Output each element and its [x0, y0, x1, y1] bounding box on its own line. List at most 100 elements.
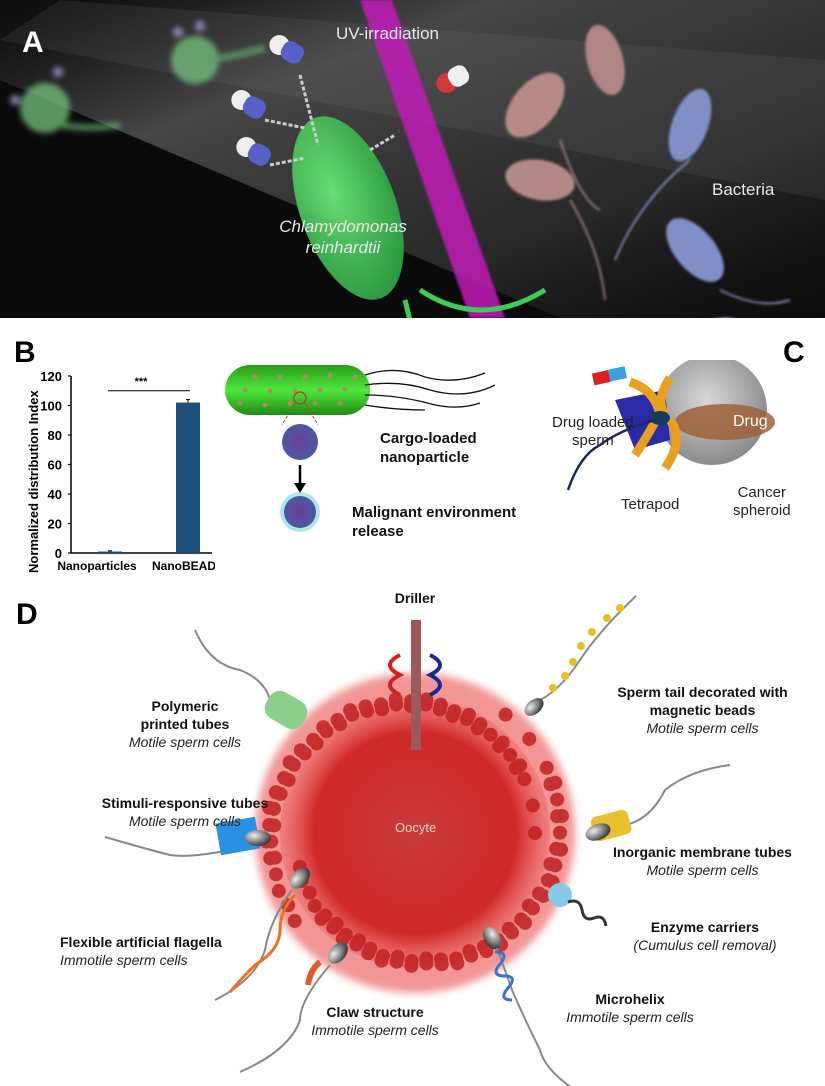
enzyme-subtitle: (Cumulus cell removal)	[633, 937, 777, 953]
drug-region	[675, 404, 775, 440]
label-microhelix: Microhelix Immotile sperm cells	[555, 990, 705, 1026]
label-claw-structure: Claw structure Immotile sperm cells	[300, 1003, 450, 1039]
cumulus-cell	[525, 798, 540, 813]
label-polymeric-tubes: Polymeric printed tubes Motile sperm cel…	[110, 697, 260, 751]
released-nanoparticle-icon	[284, 496, 316, 528]
cumulus-cell	[319, 724, 334, 739]
drug-label: Drug	[733, 413, 768, 430]
label-inorganic-tubes: Inorganic membrane tubes Motile sperm ce…	[590, 843, 815, 879]
organism-label-line1: Chlamydomonas	[279, 217, 407, 236]
label-stimuli-tubes: Stimuli-responsive tubes Motile sperm ce…	[80, 794, 290, 830]
magnetic-beads-icon	[524, 595, 637, 716]
cumulus-cell	[345, 707, 360, 722]
polymeric-tube-icon	[194, 629, 308, 730]
drug-loaded-sperm-line2: sperm	[572, 432, 614, 449]
drug-capsules	[231, 35, 470, 167]
cumulus-cell	[462, 944, 477, 959]
flagella-title: Flexible artificial flagella	[60, 934, 222, 950]
stimuli-title: Stimuli-responsive tubes	[101, 795, 269, 811]
bar-nanoparticles	[98, 551, 122, 554]
cumulus-cell	[549, 841, 564, 856]
cumulus-cell	[286, 757, 301, 772]
organism-label-line2: reinhardtii	[305, 238, 381, 257]
cumulus-cell	[459, 712, 474, 727]
cumulus-cell	[432, 702, 447, 717]
cumulus-cell	[419, 951, 434, 966]
cumulus-cell	[543, 857, 558, 872]
cumulus-cell	[521, 898, 536, 913]
cumulus-cell	[287, 913, 302, 928]
bar-chart: 020406080100120NanoparticlesNanoBEADS***…	[26, 369, 215, 573]
cumulus-cell	[333, 717, 348, 732]
y-tick-label: 120	[40, 369, 62, 384]
uv-beam	[360, 0, 505, 318]
cumulus-cell	[302, 885, 317, 900]
cargo-label-line2: nanoparticle	[380, 449, 470, 466]
cumulus-cell	[483, 727, 498, 742]
cumulus-cell	[338, 927, 353, 942]
blurred-algae	[10, 21, 266, 133]
cumulus-cell	[532, 886, 547, 901]
cumulus-cell	[268, 850, 283, 865]
tetrapod-label: Tetrapod	[621, 496, 680, 513]
magnet-n	[607, 366, 628, 382]
panel-b-letter: B	[14, 336, 36, 369]
y-axis-label: Normalized distribution Index	[26, 389, 41, 573]
stimuli-subtitle: Motile sperm cells	[128, 813, 242, 829]
oocyte	[280, 698, 550, 968]
inorganic-subtitle: Motile sperm cells	[646, 862, 759, 878]
flagella-subtitle: Immotile sperm cells	[60, 952, 188, 968]
cancer-spheroid-line1: Cancer	[737, 484, 786, 501]
cumulus-cell	[360, 704, 375, 719]
cumulus-cell	[267, 801, 282, 816]
nanoparticle-icon	[282, 424, 318, 460]
nanobeads-illustration	[225, 365, 496, 532]
polymeric-subtitle: Motile sperm cells	[128, 734, 242, 750]
release-label-line2: release	[352, 523, 404, 540]
cargo-label-line1: Cargo-loaded	[380, 430, 477, 447]
cumulus-cell	[268, 867, 283, 882]
cumulus-cell	[271, 883, 286, 898]
cumulus-cell	[492, 739, 507, 754]
cancer-spheroid-label: Cancer spheroid	[733, 484, 791, 520]
cumulus-cell	[375, 702, 390, 717]
cumulus-cell	[508, 760, 523, 775]
stimuli-tube-icon	[104, 816, 271, 857]
magnetic-beads-title-line2: magnetic beads	[649, 702, 756, 718]
x-tick-label: NanoBEADS	[152, 559, 215, 573]
cumulus-cell	[550, 809, 565, 824]
cumulus-cell	[543, 777, 558, 792]
claw-subtitle: Immotile sperm cells	[311, 1022, 439, 1038]
panel-a-letter: A	[22, 26, 44, 59]
microhelix-icon	[482, 926, 572, 1086]
polymeric-title-line1: Polymeric	[151, 698, 219, 714]
cumulus-cell	[552, 825, 567, 840]
cumulus-cell	[318, 908, 333, 923]
chlamydomonas-cell	[292, 116, 547, 318]
organism-label: Chlamydomonas reinhardtii	[268, 216, 418, 258]
claw-title: Claw structure	[326, 1004, 424, 1020]
drug-loaded-sperm-label: Drug loaded sperm	[552, 414, 634, 450]
y-tick-label: 100	[40, 399, 62, 414]
cumulus-cell	[445, 708, 460, 723]
oocyte-label: Oocyte	[395, 820, 437, 835]
driller-title: Driller	[394, 590, 436, 606]
cumulus-cell	[449, 951, 464, 966]
significance-label: ***	[135, 376, 149, 388]
cumulus-cell	[267, 818, 282, 833]
inorganic-title: Inorganic membrane tubes	[613, 844, 792, 860]
x-tick-label: Nanoparticles	[57, 559, 137, 573]
tetrapod-illustration	[566, 360, 775, 491]
enzyme-carrier-icon	[548, 883, 608, 927]
cumulus-cell	[309, 736, 324, 751]
bacterium-body	[225, 365, 370, 415]
y-tick-label: 20	[48, 517, 62, 532]
magnetic-beads-title-line1: Sperm tail decorated with	[617, 684, 788, 700]
cumulus-cell	[389, 697, 404, 712]
cumulus-cell	[404, 953, 419, 968]
cumulus-cell	[470, 721, 485, 736]
panel-a-scene	[0, 0, 825, 318]
label-magnetic-beads: Sperm tail decorated with magnetic beads…	[580, 683, 825, 737]
uv-irradiation-label: UV-irradiation	[336, 24, 439, 43]
cumulus-cell	[528, 826, 542, 840]
